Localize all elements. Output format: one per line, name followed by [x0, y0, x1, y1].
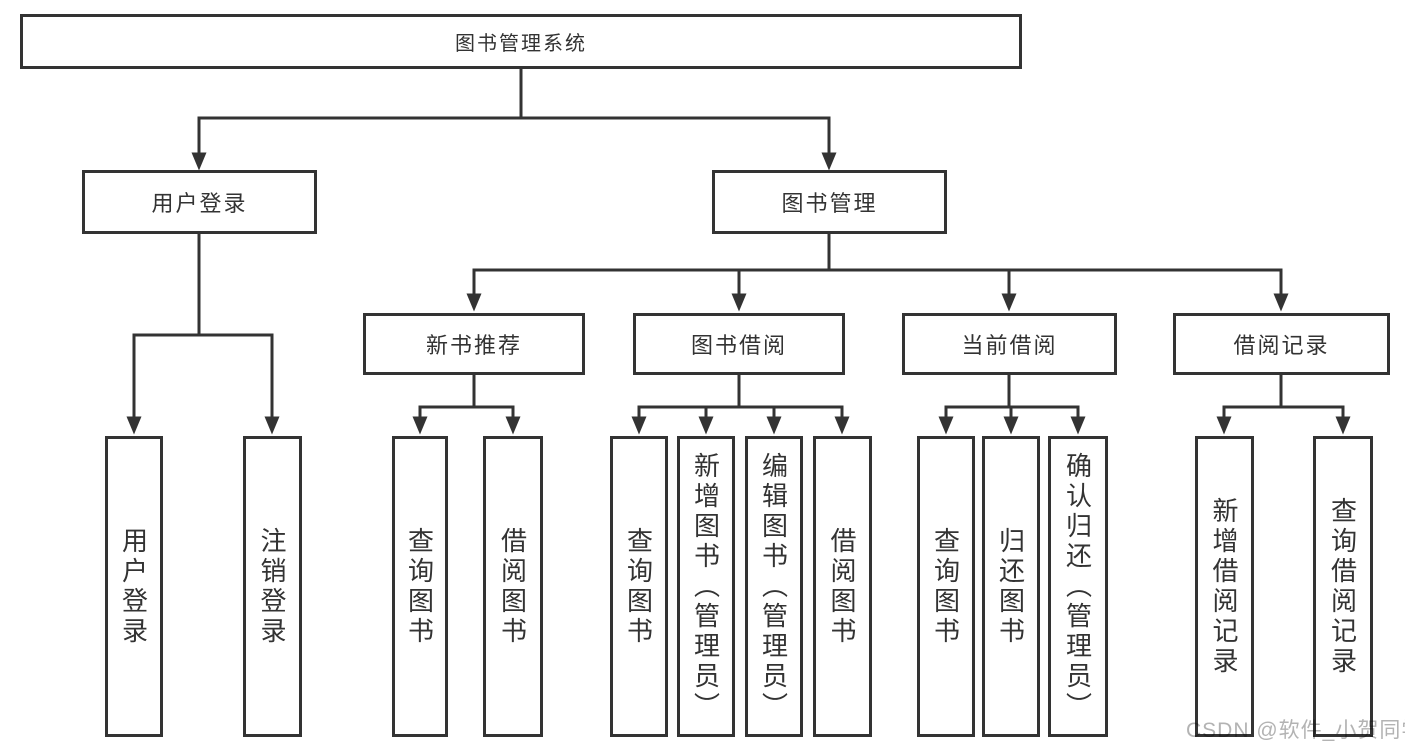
leaf-confirm-return-admin: 确认归还（管理员）: [1048, 436, 1108, 737]
node-label: 确认归还（管理员）: [1062, 451, 1093, 722]
node-borrow-records: 借阅记录: [1173, 313, 1390, 375]
leaf-borrow-books-recommend: 借阅图书: [483, 436, 543, 737]
node-label: 新书推荐: [425, 333, 522, 358]
node-label: 用户登录: [118, 526, 149, 647]
connector-root-to-level2: [191, 66, 837, 171]
connector-book-borrow-to-leaves: [631, 372, 850, 435]
node-library-management-system: 图书管理系统: [20, 14, 1022, 69]
node-label: 查询图书: [930, 526, 961, 647]
node-label: 图书管理: [781, 191, 878, 216]
node-book-borrow: 图书借阅: [633, 313, 845, 375]
leaf-query-books-borrow: 查询图书: [610, 436, 668, 737]
node-label: 借阅图书: [497, 526, 528, 647]
node-label: 当前借阅: [961, 333, 1058, 358]
leaf-query-borrow-record: 查询借阅记录: [1313, 436, 1373, 737]
connector-book-management-to-level3: [466, 231, 1289, 312]
node-label: 归还图书: [995, 526, 1026, 647]
leaf-query-books-recommend: 查询图书: [392, 436, 448, 737]
node-label: 查询图书: [404, 526, 435, 647]
node-label: 新增图书（管理员）: [690, 451, 721, 722]
leaf-borrow-books: 借阅图书: [813, 436, 872, 737]
node-current-borrow: 当前借阅: [902, 313, 1117, 375]
node-user-login: 用户登录: [82, 170, 317, 234]
leaf-edit-book-admin: 编辑图书（管理员）: [745, 436, 803, 737]
node-label: 图书借阅: [690, 333, 787, 358]
node-label: 图书管理系统: [455, 33, 587, 55]
leaf-logout: 注销登录: [243, 436, 302, 737]
node-label: 查询借阅记录: [1327, 496, 1358, 677]
node-book-management: 图书管理: [712, 170, 947, 234]
node-label: 借阅记录: [1233, 333, 1330, 358]
connector-user-login-to-leaves: [126, 231, 280, 435]
node-new-book-recommend: 新书推荐: [363, 313, 585, 375]
node-label: 新增借阅记录: [1209, 496, 1239, 677]
leaf-return-book: 归还图书: [982, 436, 1040, 737]
connector-new-book-recommend-to-leaves: [412, 372, 521, 435]
node-label: 用户登录: [151, 191, 248, 216]
leaf-add-borrow-record: 新增借阅记录: [1195, 436, 1254, 737]
node-label: 借阅图书: [827, 526, 857, 647]
leaf-add-book-admin: 新增图书（管理员）: [677, 436, 735, 737]
csdn-watermark: CSDN @软件_小贺同学: [1186, 719, 1405, 742]
connector-current-borrow-to-leaves: [938, 372, 1086, 435]
node-label: 查询图书: [623, 526, 654, 647]
node-label: 注销登录: [257, 526, 287, 647]
connector-borrow-records-to-leaves: [1216, 372, 1351, 435]
leaf-query-books-current: 查询图书: [917, 436, 975, 737]
node-label: 编辑图书（管理员）: [758, 451, 789, 722]
leaf-user-login: 用户登录: [105, 436, 163, 737]
